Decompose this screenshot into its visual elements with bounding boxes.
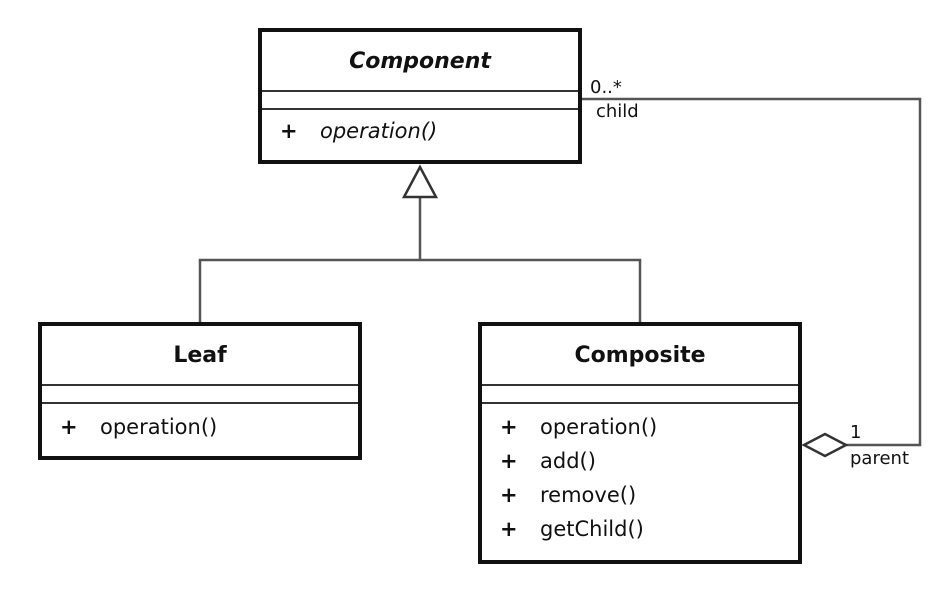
- operation-row: + getChild(): [482, 512, 798, 546]
- class-name-component: Component: [349, 48, 491, 74]
- visibility-marker: +: [500, 449, 518, 473]
- visibility-marker: +: [500, 483, 518, 507]
- operation-row: + operation(): [42, 410, 358, 444]
- attributes-section-component: [262, 90, 578, 110]
- operation-row: + remove(): [482, 478, 798, 512]
- operations-section-component: + operation(): [262, 110, 578, 148]
- operation-name: remove(): [540, 483, 637, 507]
- parent-role-label: parent: [850, 448, 910, 469]
- visibility-marker: +: [500, 517, 518, 541]
- operation-name: operation(): [320, 119, 438, 143]
- class-name-leaf: Leaf: [173, 342, 227, 368]
- aggregation-line: [580, 97, 922, 447]
- class-name-composite: Composite: [574, 342, 706, 368]
- operation-name: add(): [540, 449, 596, 473]
- visibility-marker: +: [280, 119, 298, 143]
- operation-name: operation(): [100, 415, 218, 439]
- class-leaf[interactable]: Leaf + operation(): [38, 322, 362, 460]
- generalization-line-composite: [420, 258, 642, 322]
- attributes-section-composite: [482, 384, 798, 404]
- operation-row: + operation(): [482, 410, 798, 444]
- visibility-marker: +: [500, 415, 518, 439]
- operation-row: + add(): [482, 444, 798, 478]
- operation-name: operation(): [540, 415, 658, 439]
- generalization-arrowhead: [401, 164, 439, 199]
- operations-section-composite: + operation() + add() + remove() + getCh…: [482, 404, 798, 546]
- attributes-section-leaf: [42, 384, 358, 404]
- operation-row: + operation(): [262, 114, 578, 148]
- child-multiplicity-label: 0..*: [590, 77, 622, 98]
- visibility-marker: +: [60, 415, 78, 439]
- class-component[interactable]: Component + operation(): [258, 28, 582, 164]
- operation-name: getChild(): [540, 517, 644, 541]
- class-composite[interactable]: Composite + operation() + add() + remove…: [478, 322, 802, 564]
- aggregation-diamond-icon: [801, 432, 849, 458]
- child-role-label: child: [596, 101, 639, 122]
- generalization-line-leaf: [198, 258, 420, 322]
- parent-multiplicity-label: 1: [850, 422, 862, 443]
- operations-section-leaf: + operation(): [42, 404, 358, 444]
